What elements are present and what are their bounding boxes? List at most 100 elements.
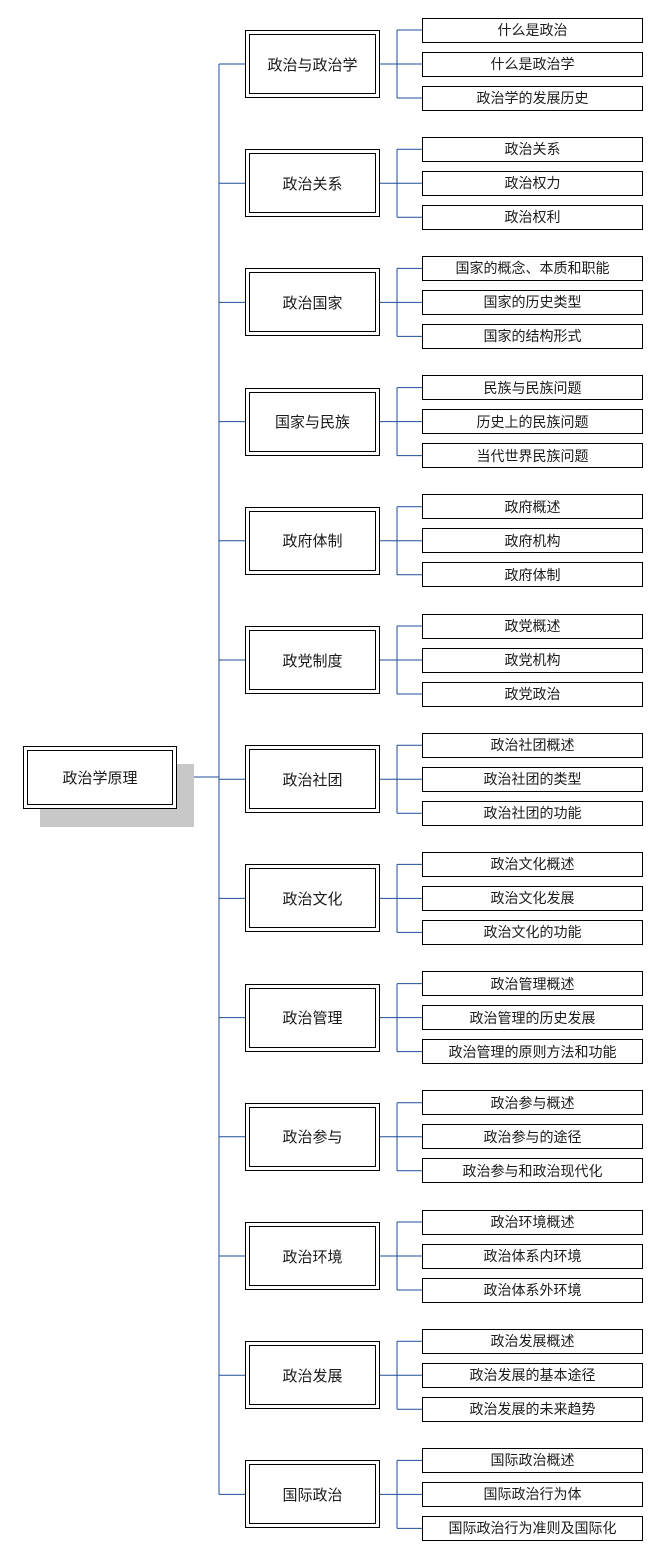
subtopic-label: 政治社团概述 (490, 738, 575, 755)
subtopic-label: 政党概述 (504, 619, 561, 635)
topic-label: 政府体制 (282, 532, 343, 551)
subtopic-label: 政治发展概述 (490, 1334, 575, 1351)
subtopic-node: 政治社团的类型 (422, 766, 643, 792)
topic-node: 政治环境 (245, 1222, 380, 1290)
topic-label: 国际政治 (282, 1485, 343, 1504)
subtopic-node: 当代世界民族问题 (422, 443, 643, 469)
subtopic-label: 政治管理概述 (490, 976, 575, 993)
subtopic-label: 国际政治行为体 (483, 1487, 582, 1504)
subtopic-label: 国家的结构形式 (483, 329, 582, 346)
topic-node: 政治文化 (245, 864, 380, 933)
subtopic-node: 政治环境概述 (422, 1209, 643, 1235)
subtopic-label: 什么是政治学 (490, 57, 575, 73)
subtopic-label: 政治参与和政治现代化 (462, 1163, 603, 1180)
subtopic-label: 国家的概念、本质和职能 (455, 261, 610, 278)
subtopic-label: 政治环境概述 (490, 1215, 575, 1231)
subtopic-node: 政府体制 (422, 562, 643, 588)
subtopic-node: 政治发展概述 (422, 1328, 643, 1354)
subtopic-node: 政治体系内环境 (422, 1243, 643, 1269)
topic-node: 政治发展 (245, 1341, 380, 1410)
subtopic-node: 政治参与的途径 (422, 1124, 643, 1150)
subtopic-node: 国际政治行为准则及国际化 (422, 1515, 643, 1541)
subtopic-node: 政治权利 (422, 204, 643, 230)
subtopic-node: 政党机构 (422, 647, 643, 673)
subtopic-node: 国际政治概述 (422, 1447, 643, 1473)
subtopic-node: 政治社团概述 (422, 732, 643, 758)
subtopic-node: 什么是政治 (422, 17, 643, 43)
subtopic-label: 政治体系外环境 (483, 1283, 582, 1299)
subtopic-node: 政治发展的基本途径 (422, 1362, 643, 1388)
subtopic-node: 政府机构 (422, 528, 643, 554)
topic-node: 政治管理 (245, 983, 380, 1052)
topic-node: 政治社团 (245, 745, 380, 814)
subtopic-node: 政治学的发展历史 (422, 85, 643, 111)
root-node-label: 政治学原理 (62, 769, 138, 787)
topic-label: 政治关系 (282, 174, 343, 193)
subtopic-node: 国际政治行为体 (422, 1481, 643, 1507)
topic-node: 政治与政治学 (245, 30, 380, 98)
subtopic-label: 什么是政治 (497, 23, 568, 39)
subtopic-node: 政治发展的未来趋势 (422, 1396, 643, 1422)
subtopic-label: 当代世界民族问题 (476, 448, 589, 465)
topic-label: 政治社团 (282, 770, 343, 789)
topic-node: 国际政治 (245, 1460, 380, 1529)
topic-node: 政党制度 (245, 626, 380, 694)
subtopic-label: 政治社团的功能 (483, 806, 582, 823)
subtopic-node: 政治参与概述 (422, 1090, 643, 1116)
subtopic-node: 国家的概念、本质和职能 (422, 255, 643, 281)
subtopic-node: 什么是政治学 (422, 51, 643, 77)
subtopic-node: 政治社团的功能 (422, 800, 643, 826)
subtopic-label: 政治关系 (504, 142, 561, 159)
subtopic-label: 政治文化发展 (490, 891, 575, 908)
subtopic-node: 政治管理的历史发展 (422, 1005, 643, 1031)
subtopic-node: 政治文化概述 (422, 851, 643, 877)
subtopic-node: 政治文化发展 (422, 885, 643, 911)
topic-label: 政治国家 (282, 293, 343, 312)
topic-label: 国家与民族 (274, 413, 350, 432)
root-node: 政治学原理 (23, 746, 177, 809)
subtopic-node: 民族与民族问题 (422, 375, 643, 401)
subtopic-label: 政治发展的未来趋势 (469, 1402, 596, 1419)
subtopic-label: 政治管理的原则方法和功能 (448, 1044, 617, 1061)
topic-node: 国家与民族 (245, 387, 380, 456)
subtopic-label: 政治参与概述 (490, 1095, 575, 1112)
topic-node: 政治参与 (245, 1102, 380, 1171)
subtopic-label: 政治发展的基本途径 (469, 1368, 596, 1385)
topic-label: 政党制度 (282, 651, 343, 670)
subtopic-label: 政党政治 (504, 687, 561, 703)
subtopic-label: 政治学的发展历史 (476, 91, 589, 107)
subtopic-node: 政治管理的原则方法和功能 (422, 1039, 643, 1065)
subtopic-node: 国家的历史类型 (422, 289, 643, 315)
subtopic-label: 政治权利 (504, 210, 561, 227)
subtopic-node: 政治体系外环境 (422, 1277, 643, 1303)
subtopic-label: 政府体制 (504, 567, 561, 584)
subtopic-label: 政府概述 (504, 499, 561, 516)
subtopic-label: 政治体系内环境 (483, 1249, 582, 1265)
subtopic-label: 国际政治概述 (490, 1453, 575, 1470)
subtopic-node: 政治参与和政治现代化 (422, 1158, 643, 1184)
subtopic-node: 政治权力 (422, 170, 643, 196)
topic-node: 政治关系 (245, 149, 380, 218)
topic-label: 政治环境 (282, 1247, 343, 1266)
topic-label: 政治文化 (282, 889, 343, 908)
subtopic-node: 政党概述 (422, 613, 643, 639)
topic-node: 政治国家 (245, 268, 380, 337)
subtopic-node: 政治文化的功能 (422, 919, 643, 945)
subtopic-node: 政治关系 (422, 136, 643, 162)
subtopic-label: 民族与民族问题 (483, 380, 582, 397)
subtopic-label: 历史上的民族问题 (476, 414, 589, 431)
subtopic-label: 国家的历史类型 (483, 295, 582, 312)
topic-label: 政治参与 (282, 1128, 343, 1147)
subtopic-node: 历史上的民族问题 (422, 409, 643, 435)
subtopic-node: 政府概述 (422, 494, 643, 520)
subtopic-label: 政治文化概述 (490, 857, 575, 874)
subtopic-label: 政治参与的途径 (483, 1129, 582, 1146)
topic-label: 政治与政治学 (267, 55, 358, 74)
subtopic-node: 国家的结构形式 (422, 323, 643, 349)
subtopic-node: 政治管理概述 (422, 971, 643, 997)
subtopic-label: 政治权力 (504, 176, 561, 193)
subtopic-label: 政治社团的类型 (483, 772, 582, 789)
topic-label: 政治发展 (282, 1366, 343, 1385)
subtopic-label: 国际政治行为准则及国际化 (448, 1521, 617, 1538)
